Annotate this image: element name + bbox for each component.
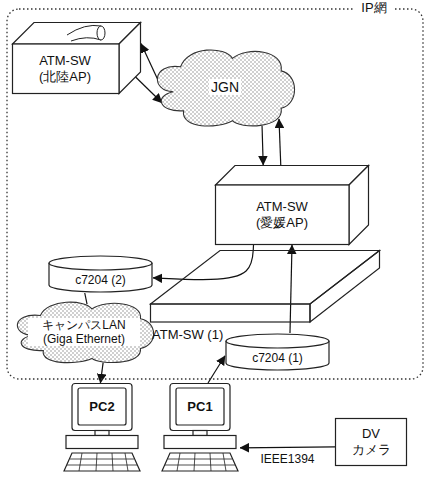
cylinder-top (226, 334, 329, 348)
atm-switch: ATM-SW (愛媛AP) (215, 165, 369, 245)
connector-arrow (100, 363, 103, 383)
node-label: c7204 (2) (75, 273, 126, 287)
monitor-neck (193, 431, 207, 436)
text-block: PC1 (176, 388, 224, 425)
camera-box: DV カメラ (335, 418, 407, 466)
node-label: ATM-SW (北陸AP) (31, 53, 99, 84)
text-block: JGN (185, 69, 265, 105)
text-block: c7204 (1) (229, 347, 326, 369)
box-front (13, 44, 120, 94)
node-label: PC1 (187, 399, 212, 415)
box-outline (336, 419, 407, 466)
box-top (216, 166, 369, 186)
keyboard-keys (67, 453, 137, 471)
region-outline (7, 9, 423, 379)
slab-side (310, 251, 380, 323)
text-block: IP網 (354, 0, 394, 17)
node-label: DV カメラ (341, 426, 401, 457)
connector-arrow (279, 119, 281, 165)
router: c7204 (2) (48, 255, 153, 293)
keyboard (162, 453, 238, 471)
text-block: ATM-SW (1) (152, 326, 242, 344)
router: c7204 (1) (225, 333, 330, 371)
cylinder-top (49, 256, 152, 270)
atm-switch: ATM-SW (北陸AP) (12, 22, 141, 94)
connector-arrow (262, 126, 263, 165)
monitor-screen (78, 388, 126, 425)
monitor (170, 384, 230, 431)
text-block: c7204 (2) (52, 269, 149, 291)
box-front (216, 185, 350, 245)
node-label: ATM-SW (愛媛AP) (248, 199, 316, 230)
computer-case (164, 436, 236, 449)
node-shape (62, 383, 142, 473)
connector-arrow (85, 293, 87, 304)
monitor (72, 384, 132, 431)
cloud-outline (17, 302, 153, 363)
box-side (349, 166, 369, 245)
computer: PC2 (62, 383, 142, 473)
text-block: PC2 (78, 388, 126, 425)
tunnel-line (67, 25, 101, 41)
campus-lan-cloud: キャンパスLAN (Giga Ethernet) (10, 298, 159, 366)
node-label: キャンパスLAN (Giga Ethernet) (28, 318, 140, 347)
connector-arrow (290, 245, 292, 333)
text-block: ATM-SW (北陸AP) (31, 46, 99, 92)
monitor-neck (95, 431, 109, 436)
box-side (119, 23, 141, 94)
connector-arrow (141, 44, 158, 79)
cloud-outline (157, 50, 294, 126)
node-label: JGN (209, 79, 241, 96)
text-block: キャンパスLAN (Giga Ethernet) (28, 310, 140, 354)
text-block: ATM-SW (愛媛AP) (248, 187, 316, 243)
atm-switch: ATM-SW (1) (150, 250, 380, 345)
text-block: DV カメラ (341, 420, 401, 464)
tunnel-end (97, 26, 105, 40)
node-label: IP網 (361, 0, 386, 16)
node-label: PC2 (89, 399, 114, 415)
slab-front (151, 304, 311, 322)
node-shape (160, 383, 240, 473)
monitor-screen (176, 388, 224, 425)
node-label: c7204 (1) (252, 351, 303, 365)
keyboard-keys (165, 453, 235, 471)
computer-case (66, 436, 138, 449)
edge-label: IEEE1394 (258, 452, 316, 466)
network-cloud: JGN (150, 45, 300, 130)
network-region: IP網ATM-SW (北陸AP)JGNATM-SW (愛媛AP)c7204 (2… (6, 8, 424, 380)
computer: PC1 (160, 383, 240, 473)
connector-arrow (240, 447, 335, 448)
keyboard (64, 453, 140, 471)
box-top (13, 23, 141, 45)
node-label: ATM-SW (1) (152, 327, 223, 343)
